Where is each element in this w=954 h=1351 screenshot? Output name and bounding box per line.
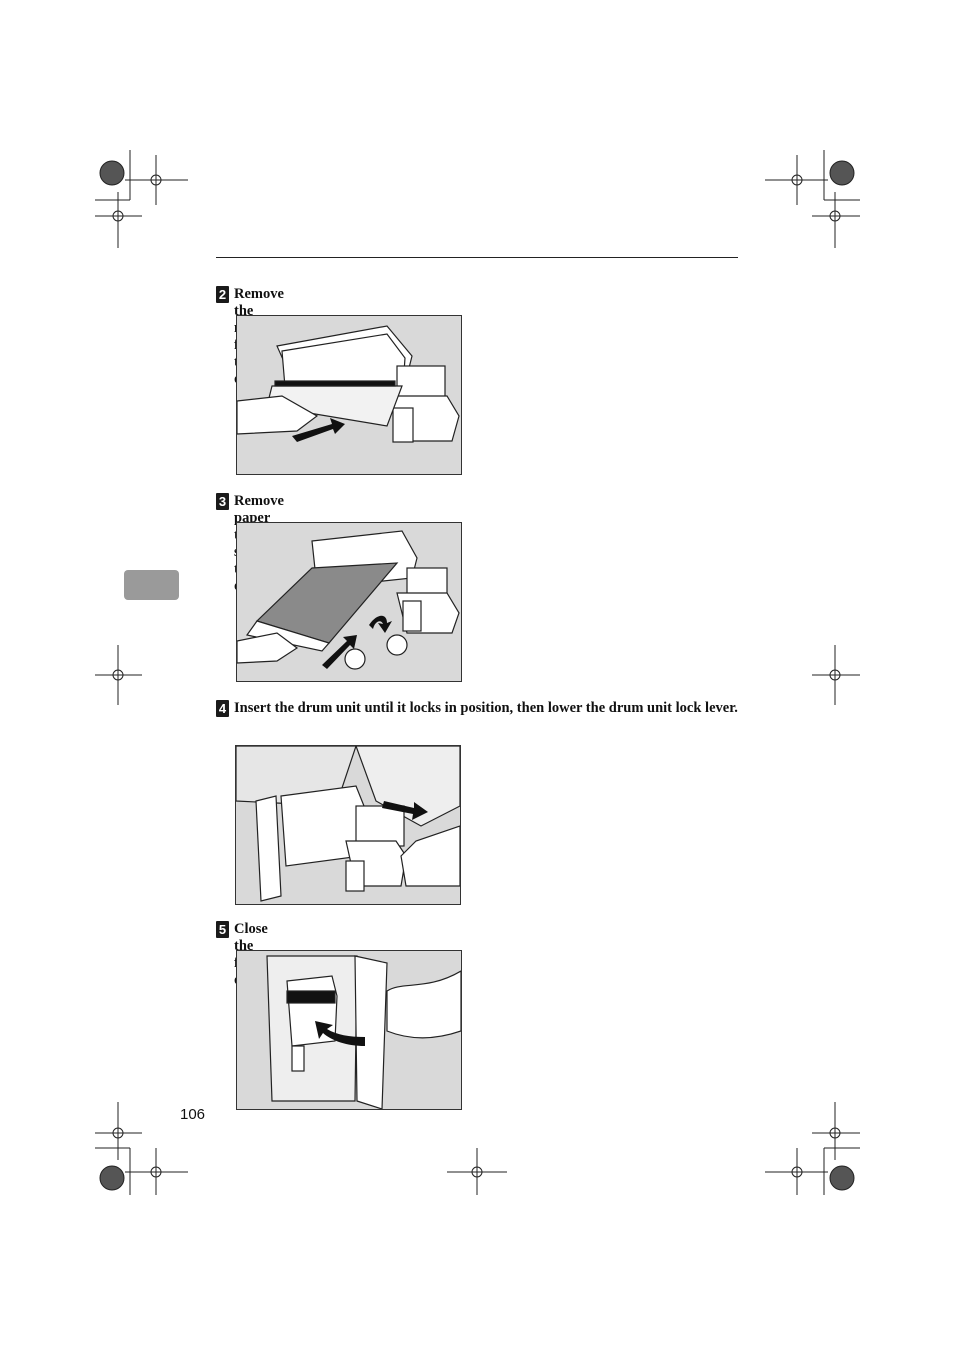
page-number: 106 [180, 1106, 206, 1123]
chapter-tab [124, 570, 179, 600]
step-number: 2 [216, 286, 229, 303]
step-text: Insert the drum unit until it locks in p… [234, 700, 738, 716]
header-rule [216, 257, 738, 258]
illustration-remove-paper [236, 522, 462, 682]
illustration-remove-master [236, 315, 462, 475]
step-number: 3 [216, 493, 229, 510]
illustration-close-door [236, 950, 462, 1110]
step-number: 4 [216, 700, 229, 717]
illustration-insert-drum [235, 745, 461, 905]
step-number: 5 [216, 921, 229, 938]
